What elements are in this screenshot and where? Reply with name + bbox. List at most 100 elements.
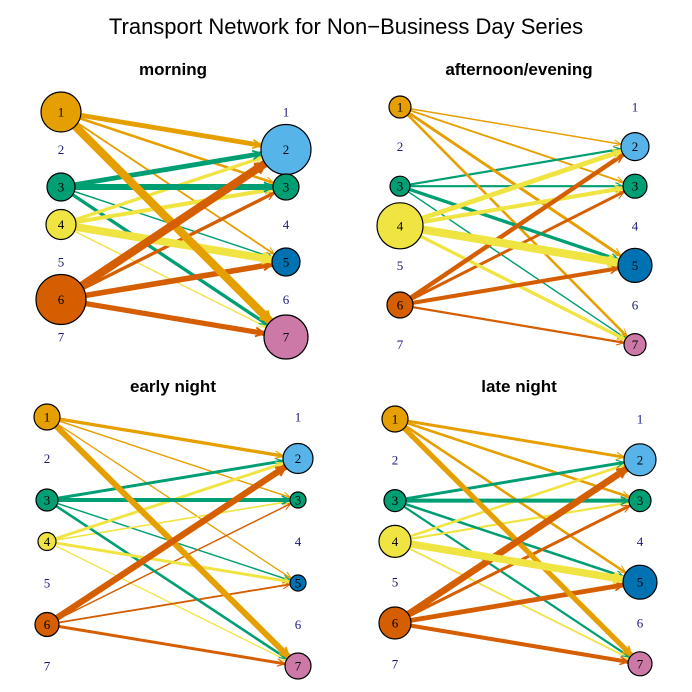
left-node-3 [35,488,59,512]
edges-afternoon-evening [398,105,629,346]
left-empty-node-label-2: 2 [397,139,404,154]
flow-1-to-2 [60,109,262,148]
left-empty-node-label-5: 5 [392,575,399,590]
flow-1-to-3 [399,106,624,184]
flow-1-to-5 [394,417,627,574]
right-node-label-7: 7 [632,337,639,352]
left-empty-node-label-2: 2 [58,142,65,157]
left-node-label-6: 6 [392,616,399,631]
right-empty-node-label-6: 6 [295,617,302,632]
right-node-label-7: 7 [637,656,644,671]
flow-6-to-5 [394,582,624,626]
flow-1-to-2 [399,106,622,145]
flow-1-to-3 [46,416,291,499]
left-empty-node-label-5: 5 [397,258,404,273]
flow-6-to-2 [45,464,288,628]
left-empty-node-label-7: 7 [397,337,404,352]
flow-4-to-7 [399,224,626,342]
right-node-label-3: 3 [637,493,644,508]
right-node-label-7: 7 [283,330,290,345]
left-empty-node-label-5: 5 [44,576,51,591]
left-node-label-1: 1 [392,412,399,427]
flow-4-to-5 [394,537,624,584]
right-node-5 [271,247,301,277]
left-node-label-6: 6 [44,617,51,632]
edges-morning [58,109,276,338]
right-node-label-2: 2 [632,139,639,154]
left-empty-node-label-7: 7 [58,330,65,345]
flow-1-to-2 [46,415,284,458]
panel-title-morning: morning [139,60,207,79]
flow-3-to-2 [46,459,284,502]
right-node-3 [289,491,307,509]
right-node-7 [627,651,653,677]
right-node-3 [272,173,300,201]
left-node-label-4: 4 [392,534,399,549]
flow-4-to-7 [60,223,267,328]
flow-1-to-5 [46,416,292,580]
right-node-2 [623,443,657,477]
right-node-label-2: 2 [283,142,290,157]
right-empty-node-label-1: 1 [295,410,302,425]
left-node-label-1: 1 [44,410,51,425]
left-node-label-4: 4 [397,218,404,233]
right-node-7 [284,652,312,680]
flow-4-to-3 [46,500,291,543]
flow-1-to-7 [393,417,634,658]
left-node-label-6: 6 [397,298,404,313]
flow-1-to-5 [60,111,275,255]
flow-4-to-2 [394,463,626,543]
right-empty-node-label-1: 1 [283,105,290,120]
right-empty-node-label-1: 1 [637,412,644,427]
figure-title: Transport Network for Non−Business Day S… [109,14,583,39]
flow-6-to-5 [46,583,291,626]
right-node-label-2: 2 [295,451,302,466]
flow-4-to-7 [46,540,287,661]
flow-3-to-5 [399,184,620,262]
edges-early-night [44,414,293,667]
flow-6-to-2 [58,159,268,303]
right-node-label-3: 3 [632,179,639,194]
right-node-label-5: 5 [295,576,302,591]
left-node-label-3: 3 [392,493,399,508]
flow-6-to-2 [393,465,629,626]
left-empty-node-label-2: 2 [392,452,399,467]
left-empty-node-label-7: 7 [392,656,399,671]
flow-6-to-7 [399,303,625,344]
right-node-label-2: 2 [637,452,644,467]
left-node-label-3: 3 [397,179,404,194]
right-node-3 [628,489,652,513]
flow-6-to-7 [60,296,265,336]
flow-4-to-2 [60,155,263,227]
flow-4-to-2 [399,148,623,229]
left-node-1 [388,95,412,119]
left-node-4 [45,208,77,241]
right-empty-node-label-4: 4 [283,217,290,232]
flow-1-to-7 [44,414,291,659]
right-empty-node-label-4: 4 [295,534,302,549]
flow-6-to-7 [394,620,629,664]
left-node-1 [381,405,409,433]
edges-late-night [393,417,634,666]
flow-3-to-2 [60,151,262,190]
left-node-3 [46,172,76,202]
right-empty-node-label-6: 6 [637,616,644,631]
right-node-7 [623,333,647,357]
left-node-label-1: 1 [58,105,65,120]
right-empty-node-label-4: 4 [637,534,644,549]
flow-4-to-5 [46,540,291,584]
flow-1-to-2 [394,417,625,459]
left-node-label-4: 4 [58,217,65,232]
left-empty-node-label-7: 7 [44,659,51,674]
left-node-3 [383,489,407,513]
flow-6-to-5 [399,266,619,308]
flow-4-to-3 [60,187,274,227]
right-node-7 [263,314,309,360]
flow-4-to-5 [399,221,619,267]
right-empty-node-label-6: 6 [283,292,290,307]
